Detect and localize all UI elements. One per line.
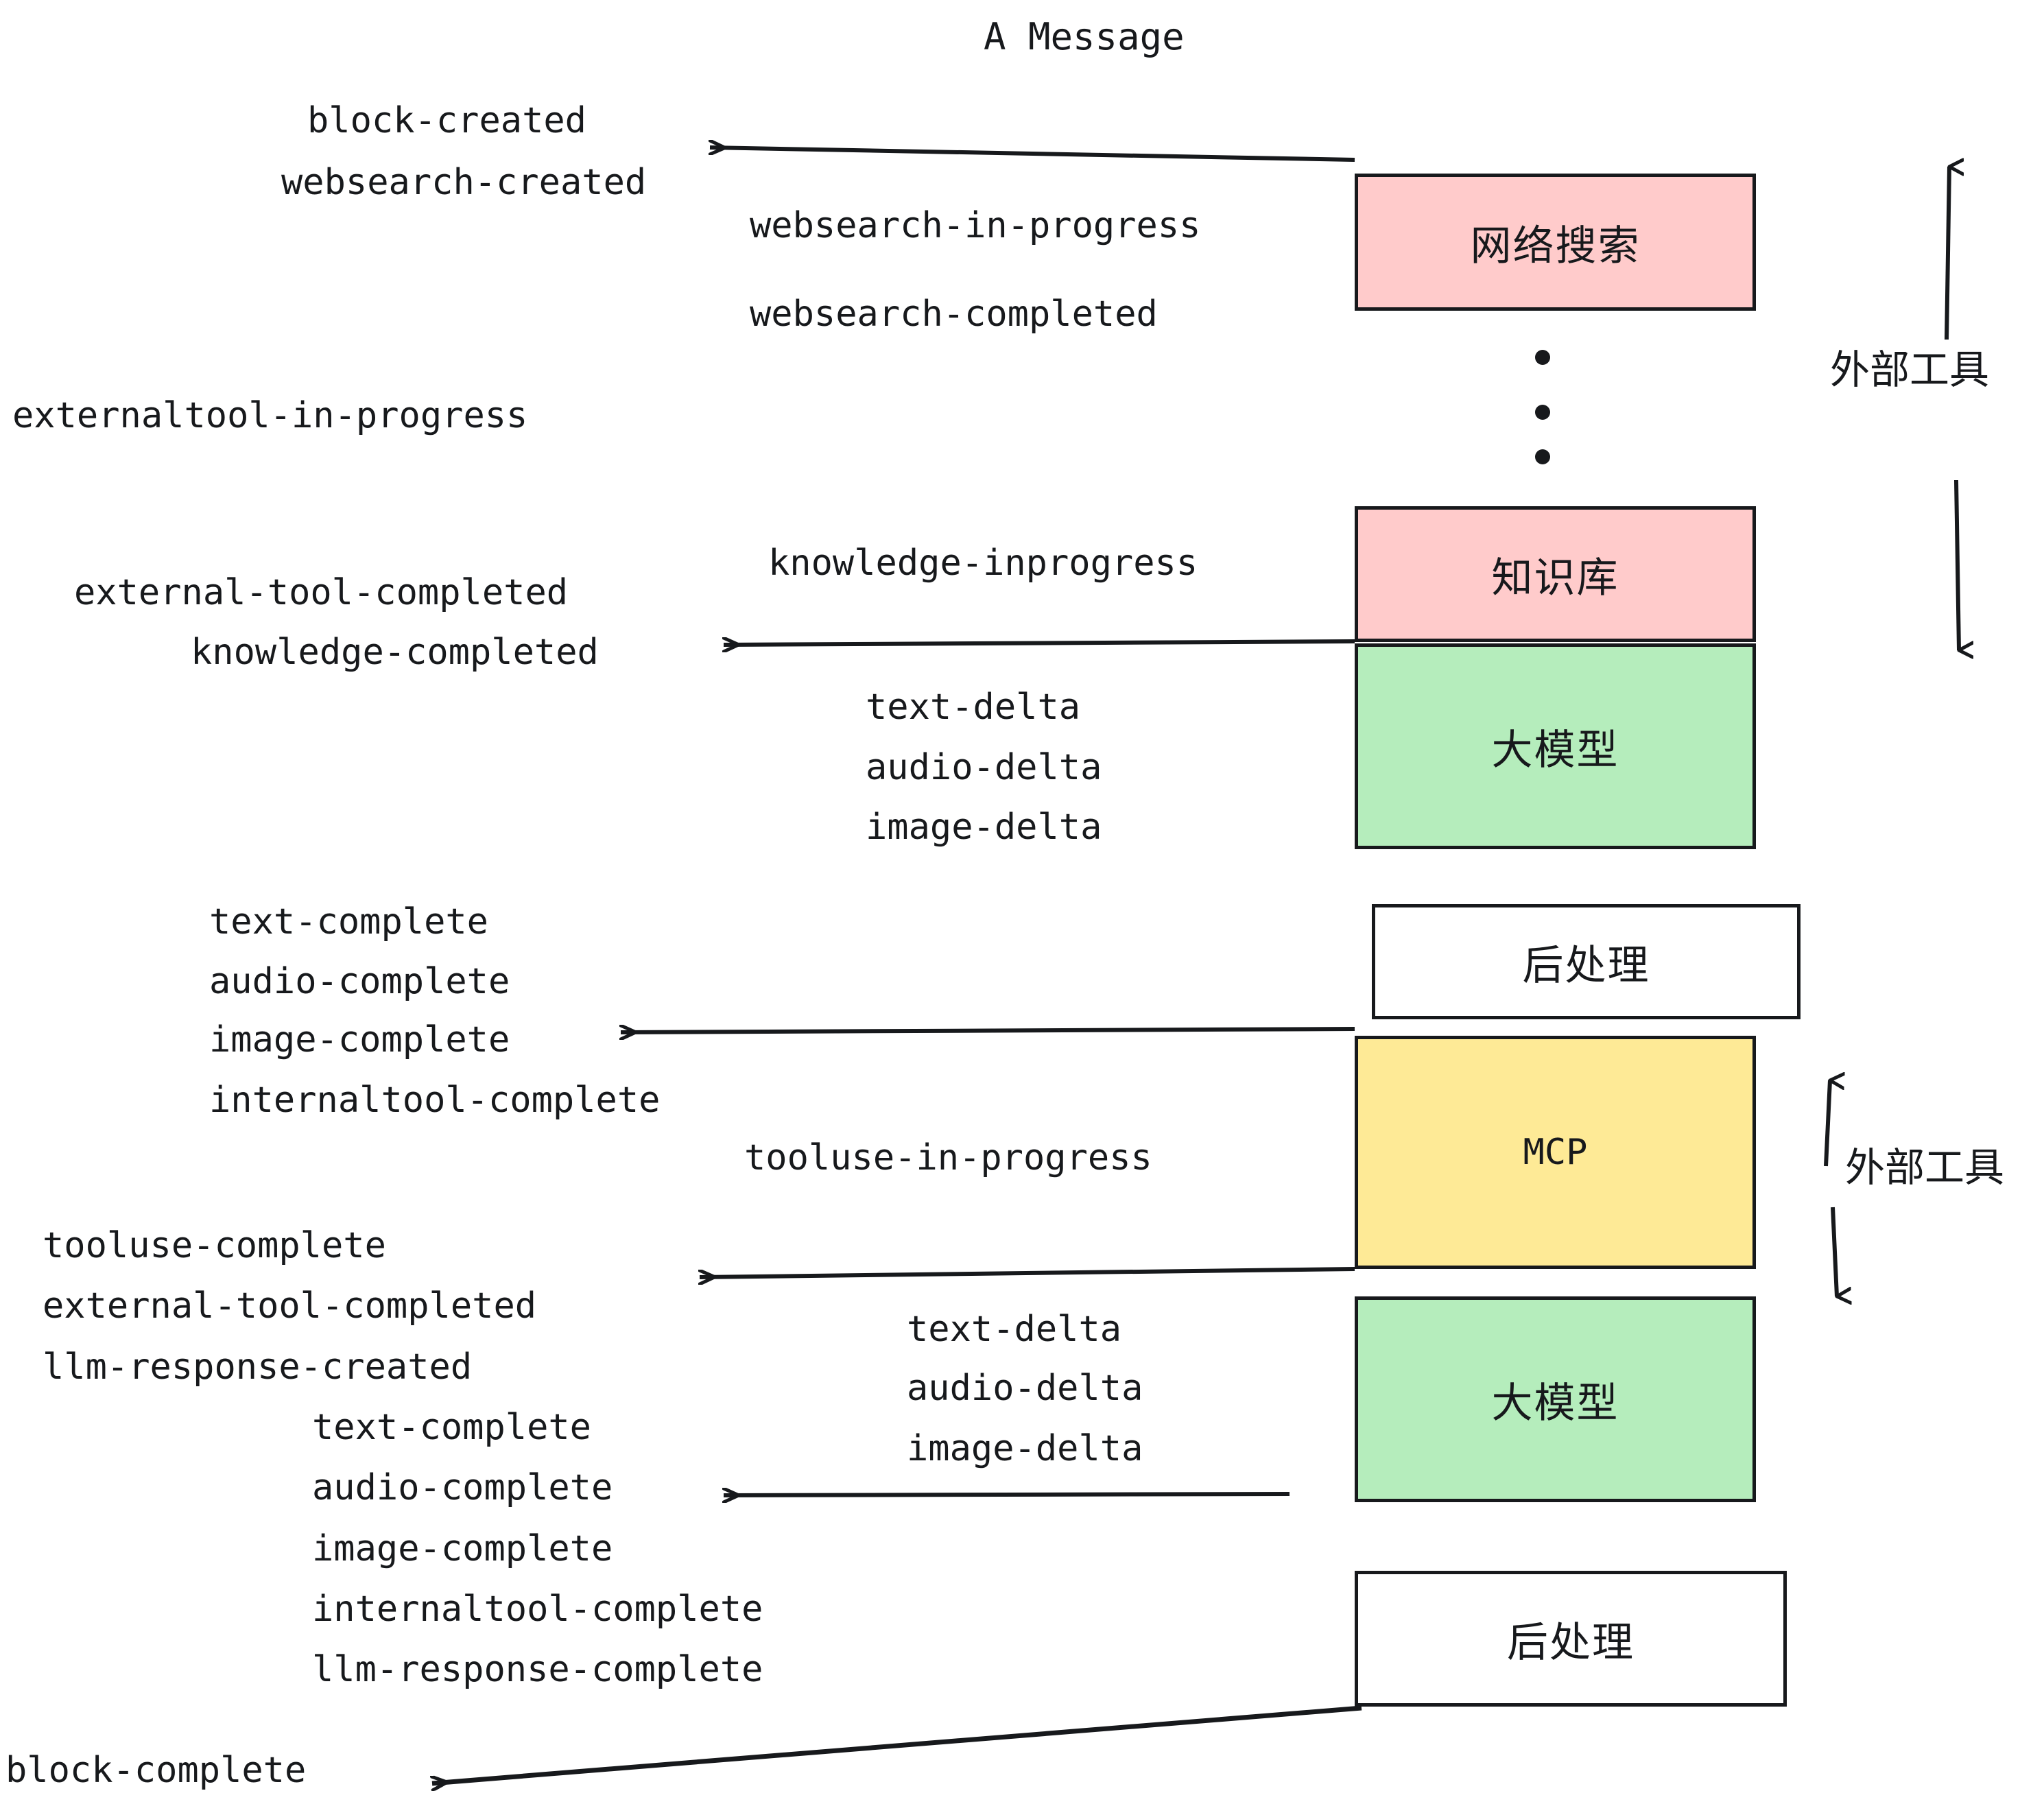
external-tools-label-bottom: 外部工具 <box>1845 1146 2005 1190</box>
node-mcp-label: MCP <box>1523 1132 1588 1173</box>
node-mcp[interactable]: MCP <box>1355 1036 1756 1269</box>
event-knowledge-completed: knowledge-completed <box>191 632 599 673</box>
node-llm-1-label: 大模型 <box>1491 726 1619 773</box>
event-websearch-in-progress: websearch-in-progress <box>750 205 1201 246</box>
event-websearch-created: websearch-created <box>281 162 647 203</box>
arrow-knowledge-to-completed <box>724 641 1355 645</box>
event-text-delta-1: text-delta <box>866 687 1081 728</box>
arrow-llm2-to-audiocomplete <box>724 1494 1290 1495</box>
event-image-delta-1: image-delta <box>866 807 1102 848</box>
node-llm-1[interactable]: 大模型 <box>1355 643 1756 849</box>
event-tooluse-in-progress: tooluse-in-progress <box>744 1137 1152 1178</box>
event-block-created: block-created <box>307 100 586 141</box>
event-llm-response-complete: llm-response-complete <box>312 1649 763 1690</box>
event-audio-delta-2: audio-delta <box>907 1368 1143 1409</box>
ellipsis-dot <box>1535 350 1550 365</box>
external-tools-top-arrows <box>1945 167 1959 650</box>
event-llm-response-created: llm-response-created <box>43 1346 473 1388</box>
diagram-title: A Message <box>984 15 1185 58</box>
node-llm-2[interactable]: 大模型 <box>1355 1296 1756 1502</box>
arrow-websearch-to-blockcreated <box>710 147 1355 162</box>
node-postprocess-2-label: 后处理 <box>1507 1619 1635 1665</box>
event-text-delta-2: text-delta <box>907 1309 1122 1350</box>
node-llm-2-label: 大模型 <box>1491 1379 1619 1426</box>
external-tools-label-top: 外部工具 <box>1830 348 1990 392</box>
event-audio-complete-2: audio-complete <box>312 1467 613 1508</box>
event-external-tool-completed-1: external-tool-completed <box>74 572 569 613</box>
arrow-mcp-to-toolusecomplete <box>700 1267 1355 1277</box>
ellipsis-dot <box>1535 405 1550 420</box>
ellipsis-dot <box>1535 449 1550 464</box>
event-text-complete-2: text-complete <box>312 1407 591 1448</box>
event-audio-complete-1: audio-complete <box>209 961 510 1002</box>
external-tools-bottom-arrows <box>1824 1080 1837 1296</box>
event-knowledge-inprogress: knowledge-inprogress <box>768 543 1198 584</box>
node-knowledge-label: 知识库 <box>1491 554 1619 601</box>
event-externaltool-in-progress: externaltool-in-progress <box>12 395 528 436</box>
event-image-complete-2: image-complete <box>312 1528 613 1569</box>
event-tooluse-complete: tooluse-complete <box>43 1225 386 1266</box>
event-block-complete: block-complete <box>5 1750 307 1791</box>
node-knowledge[interactable]: 知识库 <box>1355 506 1756 642</box>
event-text-complete-1: text-complete <box>209 901 488 942</box>
event-image-complete-1: image-complete <box>209 1019 510 1060</box>
node-websearch[interactable]: 网络搜索 <box>1355 174 1756 311</box>
node-postprocess-1[interactable]: 后处理 <box>1372 904 1801 1019</box>
node-websearch-label: 网络搜索 <box>1470 222 1641 269</box>
event-websearch-completed: websearch-completed <box>750 294 1158 335</box>
event-internaltool-complete-1: internaltool-complete <box>209 1080 661 1121</box>
node-postprocess-2[interactable]: 后处理 <box>1355 1571 1787 1707</box>
node-postprocess-1-label: 后处理 <box>1522 942 1650 988</box>
event-external-tool-completed-2: external-tool-completed <box>43 1285 537 1327</box>
arrow-postproc1-to-imagecomplete <box>621 1029 1355 1032</box>
event-internaltool-complete-2: internaltool-complete <box>312 1589 763 1630</box>
event-audio-delta-1: audio-delta <box>866 747 1102 788</box>
arrow-postproc2-to-blockcomplete <box>432 1705 1362 1783</box>
event-image-delta-2: image-delta <box>907 1428 1143 1469</box>
